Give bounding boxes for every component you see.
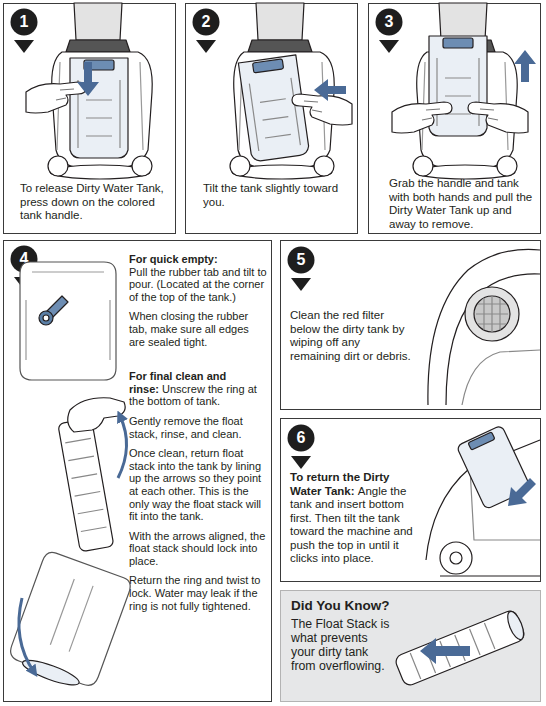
text-block: Pull the rubber tab and tilt to pour. (L… <box>129 266 267 304</box>
badge-circle <box>193 9 220 36</box>
step-number: 6 <box>287 424 315 452</box>
badge-circle <box>11 246 38 273</box>
step-text: The Float Stack is what prevents your di… <box>291 617 389 673</box>
step-panel: 2Tilt the tank slightly toward you. <box>185 3 358 234</box>
text-block: The Float Stack is what prevents your di… <box>291 617 391 673</box>
step-number-badge: 5 <box>287 246 315 292</box>
text-block: Return the ring and twist to lock. Water… <box>129 574 267 612</box>
step-panel: 4 For quick empty:Pull the rubber tab and… <box>3 240 272 702</box>
step-number: 5 <box>287 246 315 274</box>
text-block: Grab the handle and tank with both hands… <box>389 177 539 231</box>
tip-box: Did You Know? The Float Stack is what pre… <box>280 590 541 702</box>
text-column: Clean the red filter below the dirty tan… <box>290 309 412 363</box>
text-column: Tilt the tank slightly toward you. <box>203 182 353 209</box>
text-block: Tilt the tank slightly toward you. <box>203 182 353 209</box>
step-text: Tilt the tank slightly toward you. <box>203 182 338 208</box>
step-heading: For quick empty: <box>129 253 218 265</box>
step-panel: 3Grab the handle and tank with both hand… <box>368 3 541 234</box>
step-number: 1 <box>10 8 38 36</box>
text-block: With the arrows aligned, the float stack… <box>129 530 267 568</box>
badge-circle <box>376 9 403 36</box>
step-panel: 6 To return the Dirty Water Tank:Angle th… <box>280 418 541 582</box>
text-block: When closing the rubber tab, make sure a… <box>129 310 267 348</box>
step-text: Pull the rubber tab and tilt to pour. (L… <box>129 266 267 303</box>
step-number: 4 <box>10 245 38 273</box>
text-column: For quick empty:Pull the rubber tab and … <box>129 253 267 612</box>
step-panel: 1 To release Dirty Water Tank, press down… <box>3 3 176 234</box>
step-number-badge: 2 <box>192 8 220 54</box>
step-number: 2 <box>192 8 220 36</box>
step-number-badge: 6 <box>287 424 315 470</box>
text-block: Did You Know? <box>291 598 391 614</box>
text-block: Clean the red filter below the dirty tan… <box>290 309 412 363</box>
text-block: Once clean, return float stack into the … <box>129 447 267 523</box>
step-text: Return the ring and twist to lock. Water… <box>129 574 260 611</box>
text-column: To release Dirty Water Tank, press down … <box>20 182 172 223</box>
step-number-badge: 3 <box>375 8 403 54</box>
badge-pointer <box>291 278 311 291</box>
text-block: Gently remove the float stack, rinse, an… <box>129 415 267 440</box>
step-text: Grab the handle and tank with both hands… <box>389 177 532 230</box>
badge-circle <box>11 9 38 36</box>
step-number-badge: 4 <box>10 245 38 291</box>
text-block: For quick empty: <box>129 253 267 266</box>
badge-circle <box>288 247 315 274</box>
step-text: When closing the rubber tab, make sure a… <box>129 310 249 347</box>
badge-pointer <box>14 40 34 53</box>
step-number-badge: 1 <box>10 8 38 54</box>
badge-pointer <box>291 456 311 469</box>
badge-pointer <box>14 277 34 290</box>
step-text: To release Dirty Water Tank, press down … <box>20 182 164 221</box>
badge-pointer <box>379 40 399 53</box>
step-panel: 5Clean the red filter below the dirty ta… <box>280 240 541 410</box>
text-column: Did You Know? The Float Stack is what pre… <box>291 598 391 673</box>
text-block: To return the Dirty Water Tank:Angle the… <box>290 471 418 566</box>
step-heading: Did You Know? <box>291 598 390 613</box>
badge-circle <box>288 425 315 452</box>
step-number: 3 <box>375 8 403 36</box>
text-block: For final clean and rinse:Unscrew the ri… <box>129 370 267 408</box>
text-column: Grab the handle and tank with both hands… <box>389 177 539 231</box>
text-block: To release Dirty Water Tank, press down … <box>20 182 172 223</box>
badge-pointer <box>196 40 216 53</box>
step-text: With the arrows aligned, the float stack… <box>129 530 265 567</box>
step-text: Once clean, return float stack into the … <box>129 447 261 522</box>
step-text: Clean the red filter below the dirty tan… <box>290 309 411 362</box>
text-column: To return the Dirty Water Tank:Angle the… <box>290 471 418 566</box>
step-text: Gently remove the float stack, rinse, an… <box>129 415 243 440</box>
